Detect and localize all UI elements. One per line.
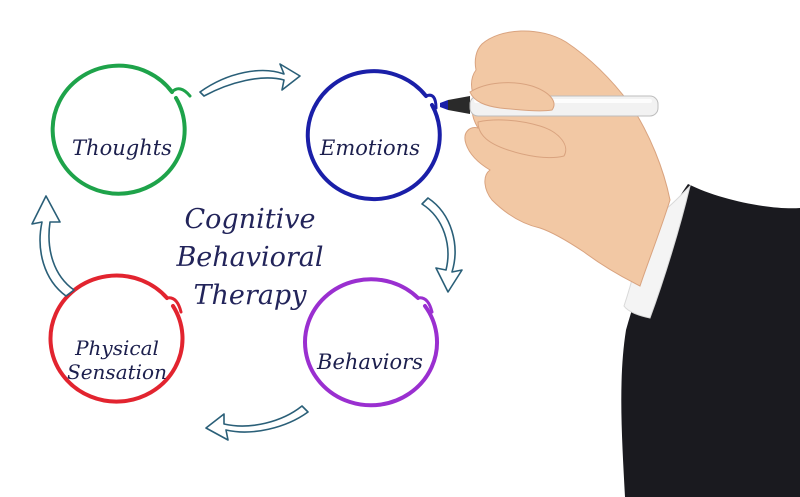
finger-thumb xyxy=(469,82,555,112)
diagram-title-line-1: Cognitive xyxy=(184,204,316,235)
node-label-physical-line-2: Sensation xyxy=(67,360,167,384)
node-circle-emotions xyxy=(305,69,442,202)
node-circle-physical-sensation xyxy=(48,273,185,404)
arrow-thoughts-to-emotions xyxy=(199,63,301,97)
node-label-behaviors: Behaviors xyxy=(317,350,423,374)
diagram-title-line-3: Therapy xyxy=(193,280,307,311)
arrow-emotions-to-behaviors xyxy=(421,197,463,293)
arrow-physical-to-thoughts xyxy=(31,195,75,297)
node-label-thoughts: Thoughts xyxy=(72,136,172,160)
finger-lower xyxy=(477,119,567,159)
node-circle-thoughts xyxy=(50,63,192,196)
diagram-title-line-2: Behavioral xyxy=(176,242,324,273)
hand xyxy=(464,30,671,287)
node-label-physical-sensation: Physical Sensation xyxy=(52,336,182,384)
node-circle-behaviors xyxy=(303,277,440,408)
arrow-behaviors-to-physical xyxy=(205,405,309,441)
node-label-physical-line-1: Physical xyxy=(75,336,159,360)
node-label-emotions: Emotions xyxy=(320,136,420,160)
